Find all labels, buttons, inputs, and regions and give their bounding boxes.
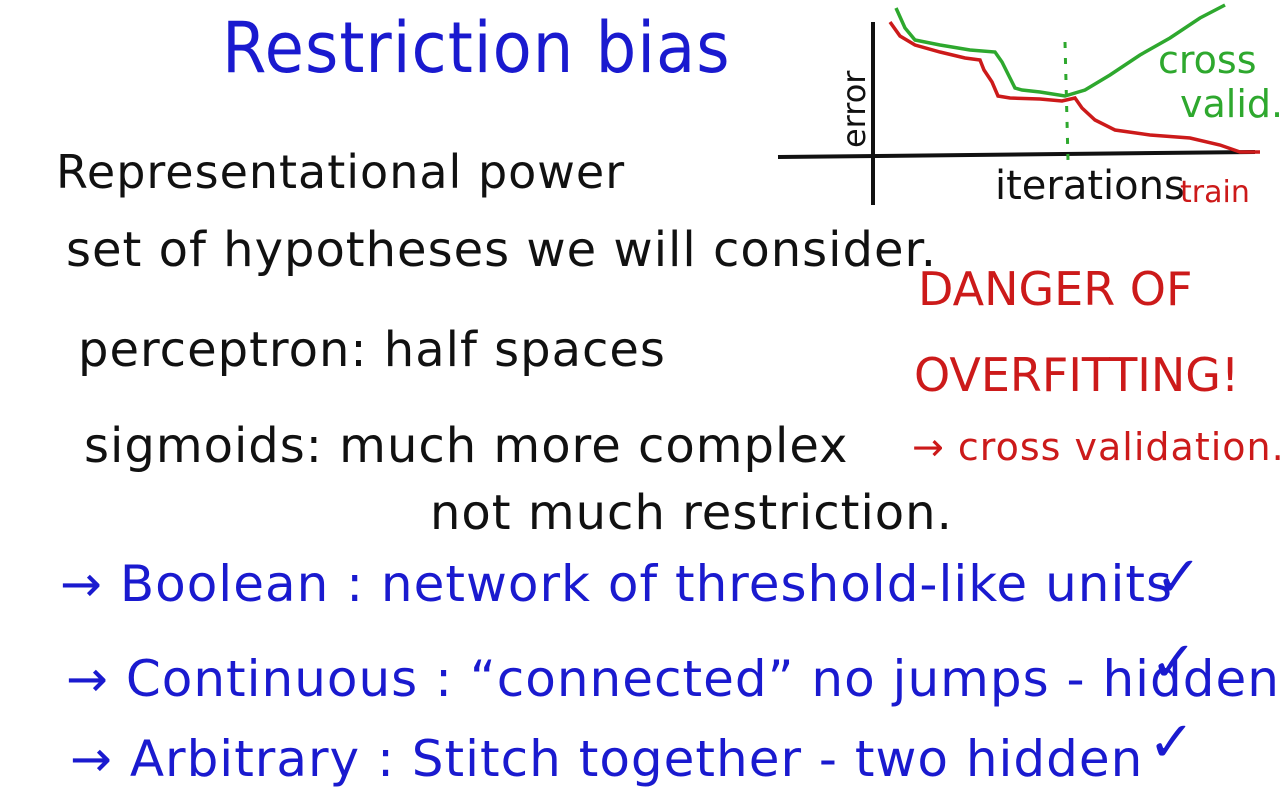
note-sigmoids: sigmoids: much more complex: [84, 418, 849, 474]
capability-arbitrary: → Arbitrary : Stitch together - two hidd…: [70, 730, 1143, 788]
warning-line-3: → cross validation.: [912, 425, 1281, 469]
train-legend-label: train: [1180, 175, 1250, 210]
y-axis-label: error: [835, 70, 873, 148]
capability-boolean: → Boolean : network of threshold-like un…: [60, 555, 1173, 613]
note-representational-power: Representational power: [56, 145, 626, 199]
capability-label: Arbitrary: [129, 730, 361, 788]
warning-line-1: DANGER OF: [918, 262, 1193, 316]
capability-description: : Stitch together - two hidden: [377, 730, 1144, 788]
x-axis-label: iterations: [995, 163, 1185, 209]
slide-title: Restriction bias: [222, 8, 731, 90]
optimal-stop-line: [1063, 41, 1070, 161]
cross-validation-curve: [894, 3, 1226, 98]
warning-line-2: OVERFITTING!: [914, 348, 1240, 402]
cross-legend-label: cross: [1158, 38, 1257, 82]
capability-label: Boolean: [119, 555, 330, 613]
capability-label: Continuous: [125, 650, 419, 708]
error-vs-iterations-chart: error: [777, 3, 1260, 205]
note-not-much-restriction: not much restriction.: [430, 485, 953, 541]
note-hypotheses: set of hypotheses we will consider.: [66, 222, 938, 278]
x-axis: [777, 150, 1256, 159]
capability-description: : network of threshold-like units: [346, 555, 1174, 613]
capability-continuous: → Continuous : “connected” no jumps - hi…: [66, 650, 1280, 708]
note-perceptron: perceptron: half spaces: [78, 322, 666, 378]
check-icon: ✓: [1155, 545, 1202, 610]
check-icon: ✓: [1150, 630, 1197, 695]
capability-description: : “connected” no jumps - hidden: [435, 650, 1280, 708]
check-icon: ✓: [1148, 710, 1195, 775]
arrow-icon: →: [60, 555, 103, 613]
arrow-icon: →: [66, 650, 109, 708]
valid-legend-label: valid.: [1180, 82, 1281, 126]
arrow-icon: →: [70, 730, 113, 788]
train-curve: [888, 20, 1260, 154]
